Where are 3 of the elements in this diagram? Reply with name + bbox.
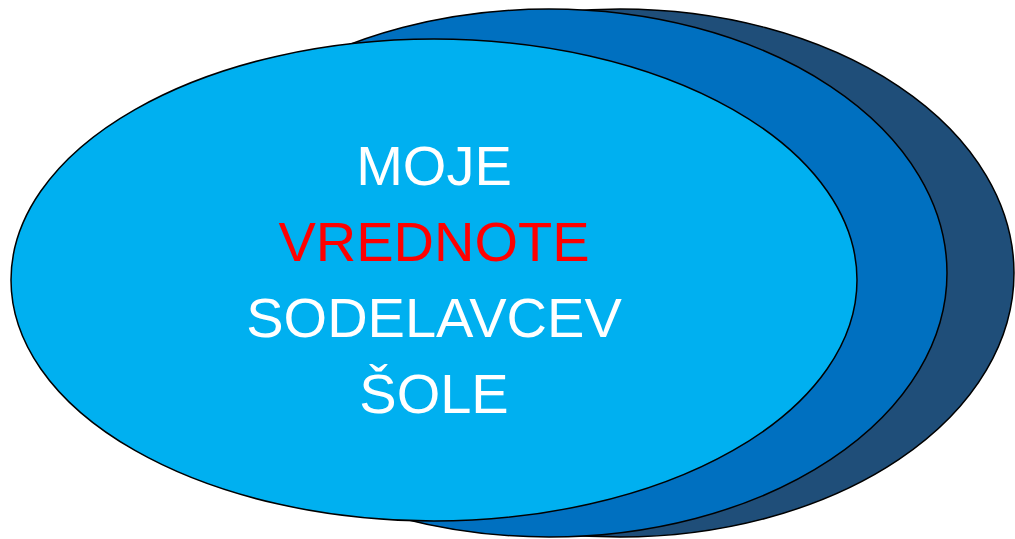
heading-text: VREDNOTE: [277, 209, 591, 275]
heading-text: MOJE: [355, 133, 513, 199]
heading-text: SODELAVCEV ŠOLE: [245, 285, 623, 427]
